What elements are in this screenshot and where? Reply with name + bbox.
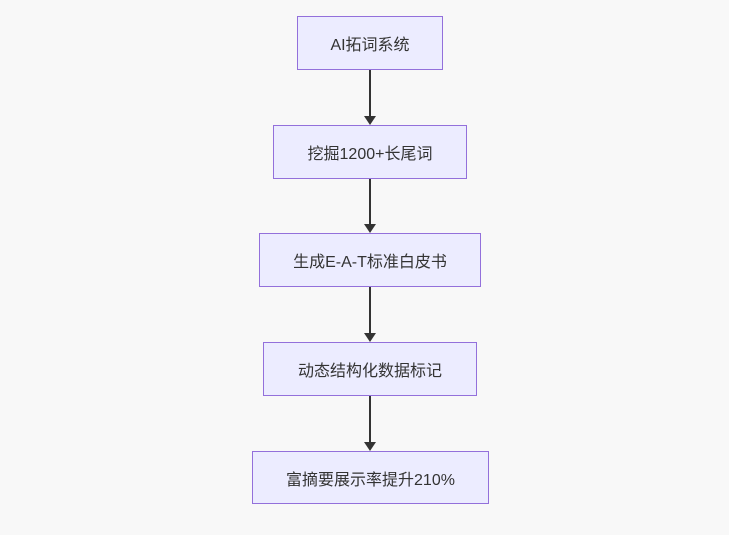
flow-node-label: 挖掘1200+长尾词 bbox=[307, 146, 433, 163]
arrow-line bbox=[369, 396, 371, 442]
flow-node-label: 富摘要展示率提升210% bbox=[286, 471, 455, 489]
flow-node-eat-whitepaper: 生成E-A-T标准白皮书 bbox=[259, 233, 481, 287]
flow-node-label: 生成E-A-T标准白皮书 bbox=[293, 254, 447, 271]
flow-edge-3 bbox=[364, 287, 376, 342]
flow-edge-2 bbox=[364, 179, 376, 233]
arrow-line bbox=[369, 287, 371, 333]
arrowhead-down-icon bbox=[364, 333, 376, 342]
flow-node-ai-expansion-system: AI拓词系统 bbox=[297, 16, 443, 70]
flow-node-longtail-keywords: 挖掘1200+长尾词 bbox=[273, 125, 467, 179]
flow-edge-4 bbox=[364, 396, 376, 451]
arrowhead-down-icon bbox=[364, 224, 376, 233]
flow-node-label: 动态结构化数据标记 bbox=[297, 363, 442, 380]
arrowhead-down-icon bbox=[364, 116, 376, 125]
arrow-line bbox=[369, 70, 371, 116]
flow-edge-1 bbox=[364, 70, 376, 125]
flow-node-rich-snippet-rate: 富摘要展示率提升210% bbox=[252, 451, 489, 504]
arrow-line bbox=[369, 179, 371, 224]
arrowhead-down-icon bbox=[364, 442, 376, 451]
flow-node-structured-data-markup: 动态结构化数据标记 bbox=[263, 342, 477, 396]
flow-node-label: AI拓词系统 bbox=[330, 37, 410, 54]
